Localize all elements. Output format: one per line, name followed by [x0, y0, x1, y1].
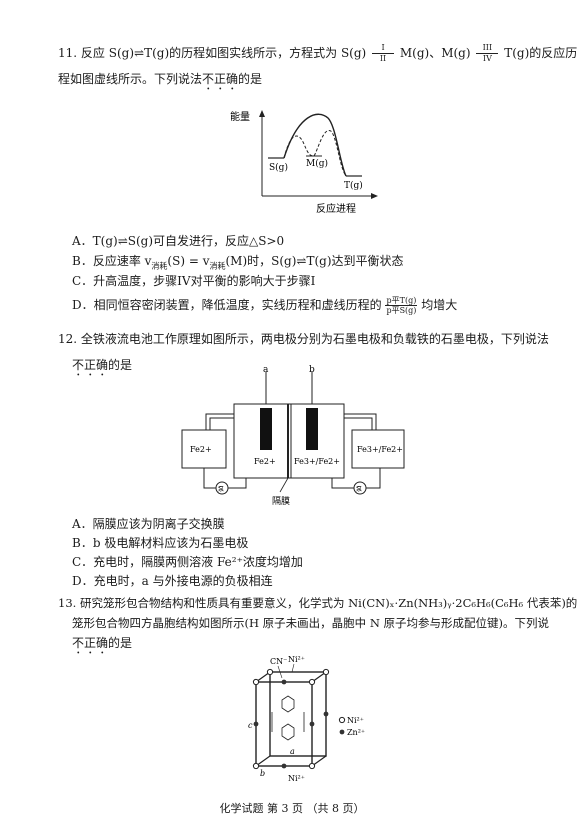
- dashed-path: [283, 129, 347, 177]
- q11-option-c: C．升高温度，步骤IV对平衡的影响大于步骤I: [72, 274, 316, 288]
- label-c: c: [248, 721, 253, 730]
- benzene-ring-icon: [281, 695, 295, 713]
- label-ni-bottom: Ni²⁺: [288, 774, 305, 782]
- flow-battery-diagram: a b Fe2+ Fe3+/Fe2+ 隔膜 Fe2+ Fe3+/Fe2+ 泵 泵: [181, 365, 405, 507]
- energy-diagram: 能量 S(g) M(g) T(g) 反应进程: [230, 110, 378, 215]
- label-S: S(g): [269, 162, 288, 173]
- pressure-ratio: p平T(g)p平S(g): [385, 296, 418, 315]
- q11-option-a: A．T(g)⇌S(g)可自发进行，反应△S>0: [72, 234, 285, 248]
- tank-right: [351, 429, 405, 469]
- q12-option-a: A．隔膜应该为阴离子交换膜: [72, 517, 225, 531]
- y-axis-label: 能量: [230, 110, 250, 123]
- benzene-ring-icon: [281, 723, 295, 741]
- q12-option-b: B．b 极电解材料应该为石墨电极: [72, 536, 249, 550]
- label-T: T(g): [344, 180, 363, 191]
- label-cn: CN⁻: [270, 657, 287, 666]
- label-b: b: [260, 769, 265, 778]
- q11-option-d: D．相同恒容密闭装置，降低温度，实线历程和虚线历程的 p平T(g)p平S(g) …: [72, 296, 458, 315]
- tank-left-label: Fe2+: [190, 445, 212, 454]
- q12-option-c: C．充电时，隔膜两侧溶液 Fe²⁺浓度均增加: [72, 555, 303, 569]
- label-M: M(g): [306, 158, 328, 169]
- page-footer: 化学试题 第 3 页 （共 8 页）: [219, 802, 365, 815]
- q11-option-b: B．反应速率 v消耗(S) = v消耗(M)时，S(g)⇌T(g)达到平衡状态: [72, 254, 404, 271]
- legend-zn-label: Zn²⁺: [347, 728, 365, 737]
- ni-atoms: [252, 668, 330, 770]
- electrode-b: [306, 408, 318, 450]
- pump-right-icon: [353, 481, 367, 495]
- zn-atoms: [253, 679, 329, 769]
- q13-stem-line3: 不正确的是: [72, 636, 133, 650]
- x-axis-arrow-icon: [371, 193, 378, 199]
- x-axis-label: 反应进程: [316, 202, 356, 215]
- cell-back-face: [269, 671, 327, 757]
- tank-right-label: Fe3+/Fe2+: [357, 445, 403, 454]
- emphasis-text: 不正确: [72, 358, 109, 372]
- electrode-label-a: a: [263, 365, 269, 375]
- q12-stem-line1: 12. 全铁液流电池工作原理如图所示，两电极分别为石墨电极和负载铁的石墨电极，下…: [58, 332, 549, 346]
- membrane-label: 隔膜: [272, 496, 290, 507]
- cell-right-label: Fe3+/Fe2+: [294, 457, 340, 466]
- pump-left-label: 泵: [218, 486, 224, 493]
- q11-number: 11.: [58, 46, 78, 60]
- q13-stem-line1: 13. 研究笼形包合物结构和性质具有重要意义，化学式为 Ni(CN)ₓ·Zn(N…: [58, 596, 578, 610]
- equilibrium-arrow-icon: ⇌: [134, 46, 145, 60]
- pump-right-label: 泵: [356, 486, 362, 493]
- label-a: a: [290, 747, 295, 756]
- cell-left-label: Fe2+: [254, 457, 276, 466]
- label-ni-top: Ni²⁺: [288, 655, 305, 664]
- electrode-a: [260, 408, 272, 450]
- crystal-cell-diagram: CN⁻ Ni²⁺ c a b Ni²⁺ Ni²⁺ Zn²⁺: [248, 655, 365, 782]
- legend-zn-icon: [339, 729, 345, 735]
- emphasis-text: 不正确: [72, 636, 109, 650]
- electrode-label-b: b: [309, 365, 315, 375]
- q12-option-d: D．充电时，a 与外接电源的负极相连: [72, 574, 273, 588]
- q12-stem-line2: 不正确的是: [72, 358, 133, 372]
- y-axis-arrow-icon: [259, 110, 265, 117]
- emphasis-text: 不正确: [202, 72, 239, 86]
- pump-left-icon: [215, 481, 229, 495]
- q11-stem-line2: 程如图虚线所示。下列说法不正确的是: [58, 72, 263, 86]
- legend-ni-icon: [338, 716, 346, 724]
- solid-path: [283, 113, 347, 177]
- q13-stem-line2: 笼形包合物四方晶胞结构如图所示(H 原子未画出，晶胞中 N 原子均参与形成配位键…: [72, 616, 550, 630]
- legend-ni-label: Ni²⁺: [347, 716, 364, 725]
